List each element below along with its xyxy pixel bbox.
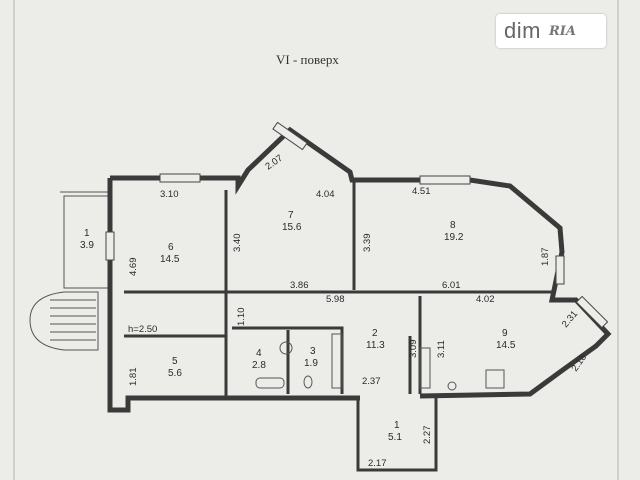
window-room7 (272, 121, 308, 151)
svg-text:1: 1 (84, 228, 90, 239)
dimria-watermark-logo: dim RIA (496, 14, 606, 48)
watermark-dim-text: dim (504, 18, 541, 43)
bathtub (255, 377, 285, 389)
dim-2-31: 2.31 (560, 309, 580, 330)
sink-kitchen (447, 381, 457, 391)
toilet (303, 375, 313, 389)
room-label-7: 7 15.6 (282, 210, 302, 233)
room-label-6: 6 14.5 (160, 242, 180, 265)
room-label-3: 3 1.9 (304, 346, 318, 369)
watermark-ria-text: RIA (548, 23, 576, 39)
entry-hall-wall (356, 398, 438, 472)
dim-4-02: 4.02 (476, 294, 495, 305)
svg-text:5.1: 5.1 (388, 432, 402, 443)
stair-steps (50, 299, 96, 341)
outer-wall-west-south (107, 178, 360, 413)
dim-3-40: 3.40 (232, 234, 243, 253)
room-label-2: 2 11.3 (366, 328, 385, 351)
room-label-5: 5 5.6 (168, 356, 182, 379)
svg-text:2: 2 (372, 328, 378, 339)
svg-text:7: 7 (288, 210, 294, 221)
room-label-8: 8 19.2 (444, 220, 464, 243)
sink (279, 341, 293, 355)
svg-text:14.5: 14.5 (160, 254, 180, 265)
stair-landing (29, 291, 99, 351)
svg-text:15.6: 15.6 (282, 222, 302, 233)
svg-text:4: 4 (256, 348, 262, 359)
dim-3-11: 3.11 (436, 340, 447, 358)
room-label-1-balcony: 1 3.9 (80, 228, 94, 251)
dim-3-10: 3.10 (160, 189, 179, 200)
svg-text:9: 9 (502, 328, 508, 339)
dim-6-01: 6.01 (442, 280, 461, 291)
dim-3-09: 3.09 (408, 340, 419, 359)
radiator-hall (331, 333, 343, 389)
svg-text:19.2: 19.2 (444, 232, 464, 243)
dim-1-10: 1.10 (236, 308, 247, 327)
dim-2-07: 2.07 (263, 153, 284, 173)
window-room6 (105, 231, 115, 261)
dim-4-51: 4.51 (412, 186, 431, 197)
svg-text:14.5: 14.5 (496, 340, 516, 351)
radiator-room9 (419, 347, 431, 389)
svg-text:8: 8 (450, 220, 456, 231)
window-room9 (575, 295, 609, 329)
room-label-1-entry: 1 5.1 (388, 420, 402, 443)
stove (485, 369, 505, 389)
dim-1-81: 1.81 (128, 368, 139, 387)
dim-1-87: 1.87 (540, 248, 551, 267)
dim-3-86: 3.86 (290, 280, 309, 291)
svg-text:6: 6 (168, 242, 174, 253)
floor-title: VI - поверх (276, 52, 339, 67)
dim-2-37: 2.37 (362, 376, 381, 387)
svg-text:1.9: 1.9 (304, 358, 318, 369)
svg-text:3: 3 (310, 346, 316, 357)
room-label-4: 4 2.8 (252, 348, 266, 371)
dim-2-27: 2.27 (422, 426, 433, 445)
window-top-room6 (159, 173, 201, 183)
dim-4-04: 4.04 (316, 189, 335, 200)
dim-5-98: 5.98 (326, 294, 345, 305)
svg-text:5: 5 (172, 356, 178, 367)
svg-text:1: 1 (394, 420, 400, 431)
dim-2-17: 2.17 (368, 458, 387, 469)
window-room8 (419, 175, 471, 185)
outer-wall-north-east (110, 126, 612, 399)
svg-text:11.3: 11.3 (366, 340, 385, 351)
dim-3-39: 3.39 (362, 234, 373, 253)
dim-h-2-50: h=2.50 (128, 324, 157, 335)
room-label-9: 9 14.5 (496, 328, 516, 351)
svg-text:5.6: 5.6 (168, 368, 182, 379)
window-room8-east (555, 255, 565, 285)
svg-text:3.9: 3.9 (80, 240, 94, 251)
svg-text:2.8: 2.8 (252, 360, 266, 371)
dim-4-69: 4.69 (128, 258, 139, 277)
